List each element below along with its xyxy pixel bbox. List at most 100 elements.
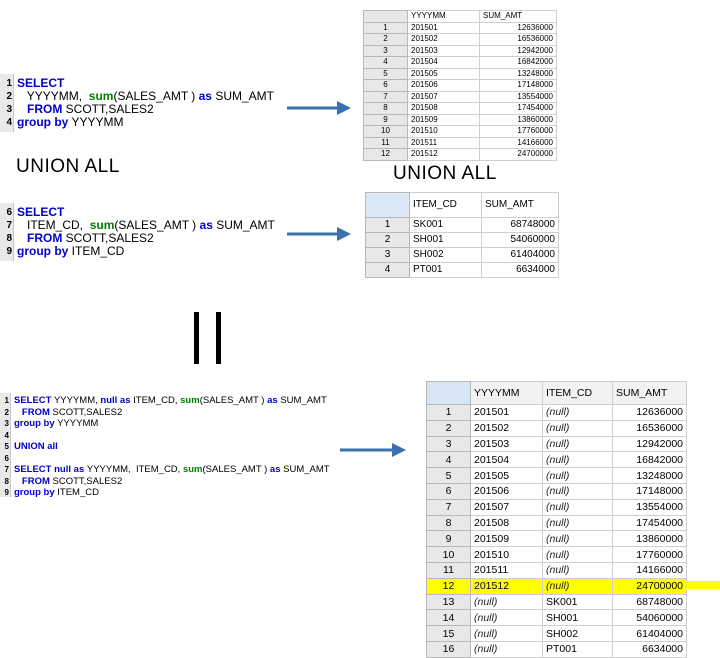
table-cell[interactable]: 14166000 — [612, 561, 687, 579]
table-cell[interactable]: 201502 — [407, 33, 480, 46]
grid-corner[interactable] — [365, 192, 410, 218]
table-cell[interactable]: 201502 — [470, 419, 543, 437]
table-cell[interactable]: SH002 — [542, 625, 613, 642]
table-cell[interactable]: 201503 — [407, 44, 480, 57]
column-header[interactable]: SUM_AMT — [479, 10, 557, 23]
row-number[interactable]: 9 — [426, 530, 471, 548]
row-number[interactable]: 11 — [426, 561, 471, 579]
row-number[interactable]: 4 — [363, 56, 408, 69]
row-number[interactable]: 3 — [365, 247, 410, 263]
row-number[interactable]: 8 — [363, 102, 408, 115]
table-cell[interactable]: 201505 — [407, 67, 480, 80]
column-header[interactable]: ITEM_CD — [409, 192, 482, 218]
row-number[interactable]: 7 — [363, 90, 408, 103]
table-cell[interactable]: 201507 — [470, 498, 543, 516]
table-cell[interactable]: 201503 — [470, 435, 543, 453]
row-number[interactable]: 15 — [426, 625, 471, 642]
row-number[interactable]: 3 — [363, 44, 408, 57]
row-number[interactable]: 1 — [365, 217, 410, 233]
table-cell[interactable]: 61404000 — [481, 247, 559, 263]
table-cell[interactable]: (null) — [470, 593, 543, 611]
table-cell[interactable]: (null) — [542, 577, 613, 595]
sql-editor-combined-query[interactable]: 1 SELECT YYYYMM, null as ITEM_CD, sum(SA… — [0, 393, 335, 498]
table-cell[interactable]: SH001 — [542, 609, 613, 627]
table-cell[interactable]: SK001 — [409, 217, 482, 233]
table-cell[interactable]: 13860000 — [479, 113, 557, 126]
column-header[interactable]: YYYYMM — [407, 10, 480, 23]
table-cell[interactable]: 16536000 — [479, 33, 557, 46]
sql-editor-query-1[interactable]: 1 SELECT 2 YYYYMM, sum(SALES_AMT ) as SU… — [0, 74, 290, 132]
row-number[interactable]: 13 — [426, 593, 471, 611]
table-cell[interactable]: 17454000 — [612, 514, 687, 532]
sql-editor-query-2[interactable]: 6 SELECT 7 ITEM_CD, sum(SALES_AMT ) as S… — [0, 203, 290, 261]
table-cell[interactable]: (null) — [542, 419, 613, 437]
table-cell[interactable]: 12942000 — [612, 435, 687, 453]
table-cell[interactable]: SK001 — [542, 593, 613, 611]
table-cell[interactable]: 14166000 — [479, 136, 557, 149]
table-cell[interactable]: 17148000 — [479, 79, 557, 92]
table-cell[interactable]: 16842000 — [479, 56, 557, 69]
table-cell[interactable]: 201506 — [470, 482, 543, 500]
table-cell[interactable]: 6634000 — [481, 262, 559, 278]
table-cell[interactable]: 17760000 — [612, 546, 687, 563]
table-cell[interactable]: 201508 — [470, 514, 543, 532]
table-cell[interactable]: 201512 — [407, 148, 480, 161]
table-cell[interactable]: 16842000 — [612, 451, 687, 469]
table-cell[interactable]: (null) — [470, 625, 543, 642]
row-number[interactable]: 4 — [365, 262, 410, 278]
table-cell[interactable]: 54060000 — [612, 609, 687, 627]
table-cell[interactable]: 17454000 — [479, 102, 557, 115]
table-cell[interactable]: 13554000 — [479, 90, 557, 103]
row-number[interactable]: 6 — [426, 482, 471, 500]
table-cell[interactable]: 201511 — [470, 561, 543, 579]
row-number[interactable]: 4 — [426, 451, 471, 469]
table-cell[interactable]: 12942000 — [479, 44, 557, 57]
table-cell[interactable]: 12636000 — [612, 404, 687, 421]
row-number[interactable]: 1 — [363, 21, 408, 34]
table-cell[interactable]: 201507 — [407, 90, 480, 103]
table-cell[interactable]: (null) — [542, 467, 613, 484]
table-cell[interactable]: (null) — [542, 498, 613, 516]
row-number[interactable]: 5 — [426, 467, 471, 484]
row-number[interactable]: 12 — [426, 577, 471, 595]
table-cell[interactable]: SH001 — [409, 232, 482, 248]
row-number[interactable]: 8 — [426, 514, 471, 532]
table-cell[interactable]: 201509 — [470, 530, 543, 548]
table-cell[interactable]: 68748000 — [612, 593, 687, 611]
column-header[interactable]: YYYYMM — [470, 381, 543, 405]
table-cell[interactable]: 201501 — [407, 21, 480, 34]
table-cell[interactable]: 201504 — [407, 56, 480, 69]
row-number[interactable]: 3 — [426, 435, 471, 453]
row-number[interactable]: 2 — [363, 33, 408, 46]
table-cell[interactable]: 54060000 — [481, 232, 559, 248]
table-cell[interactable]: (null) — [542, 404, 613, 421]
table-cell[interactable]: 201508 — [407, 102, 480, 115]
table-cell[interactable]: (null) — [542, 482, 613, 500]
table-cell[interactable]: 24700000 — [479, 148, 557, 161]
table-cell[interactable]: 201506 — [407, 79, 480, 92]
grid-corner[interactable] — [426, 381, 471, 405]
table-cell[interactable]: 61404000 — [612, 625, 687, 642]
